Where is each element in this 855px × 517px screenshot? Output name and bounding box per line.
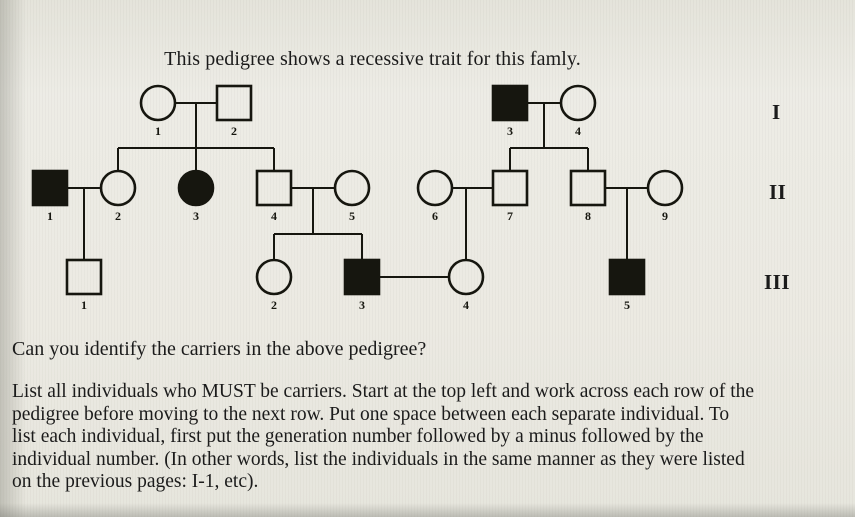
pedigree-diagram: 1 2 3 4 1 bbox=[0, 78, 855, 328]
individual-II-6[interactable]: 6 bbox=[416, 169, 454, 223]
individual-number-label: 2 bbox=[271, 298, 277, 312]
generation-I-symbols: 1 2 3 4 bbox=[139, 84, 597, 138]
individual-III-5[interactable]: 5 bbox=[608, 258, 646, 312]
individual-II-3[interactable]: 3 bbox=[177, 169, 215, 223]
individual-I-1[interactable]: 1 bbox=[139, 84, 177, 138]
individual-II-5[interactable]: 5 bbox=[333, 169, 371, 223]
instruction-line-3: list each individual, first put the gene… bbox=[12, 426, 704, 447]
individual-number-label: 7 bbox=[507, 209, 513, 223]
individual-II-7[interactable]: 7 bbox=[491, 169, 529, 223]
individual-number-label: 2 bbox=[231, 124, 237, 138]
square-symbol-unaffected bbox=[491, 169, 529, 207]
individual-III-2[interactable]: 2 bbox=[255, 258, 293, 312]
individual-I-3[interactable]: 3 bbox=[491, 84, 529, 138]
generation-label-III: III bbox=[764, 270, 791, 294]
individual-number-label: 3 bbox=[193, 209, 199, 223]
square-symbol-affected bbox=[343, 258, 381, 296]
generation-III-symbols: 1 2 3 4 5 bbox=[65, 258, 646, 312]
instruction-line-4: individual number. (In other words, list… bbox=[12, 448, 745, 470]
pedigree-title: This pedigree shows a recessive trait fo… bbox=[164, 48, 581, 70]
instruction-line-2: pedigree before moving to the next row. … bbox=[12, 403, 730, 425]
instructions-text: List all individuals who MUST be carrier… bbox=[12, 381, 848, 494]
individual-number-label: 1 bbox=[81, 298, 87, 312]
circle-symbol-unaffected bbox=[255, 258, 293, 296]
individual-II-2[interactable]: 2 bbox=[99, 169, 137, 223]
circle-symbol-unaffected bbox=[99, 169, 137, 207]
individual-III-1[interactable]: 1 bbox=[65, 258, 103, 312]
circle-symbol-unaffected bbox=[416, 169, 454, 207]
square-symbol-unaffected bbox=[215, 84, 253, 122]
generation-label-II: II bbox=[769, 180, 787, 204]
individual-III-3[interactable]: 3 bbox=[343, 258, 381, 312]
individual-II-4[interactable]: 4 bbox=[255, 169, 293, 223]
individual-number-label: 4 bbox=[575, 124, 581, 138]
individual-number-label: 5 bbox=[349, 209, 355, 223]
pedigree-connector-lines bbox=[68, 101, 647, 279]
individual-number-label: 8 bbox=[585, 209, 591, 223]
generation-II-symbols: 1 2 3 4 5 bbox=[31, 169, 684, 223]
square-symbol-affected bbox=[491, 84, 529, 122]
pedigree-svg: 1 2 3 4 1 bbox=[31, 84, 684, 312]
circle-symbol-unaffected bbox=[447, 258, 485, 296]
individual-number-label: 9 bbox=[662, 209, 668, 223]
individual-number-label: 4 bbox=[463, 298, 469, 312]
individual-number-label: 1 bbox=[47, 209, 53, 223]
individual-number-label: 1 bbox=[155, 124, 161, 138]
square-symbol-unaffected bbox=[255, 169, 293, 207]
generation-label-I: I bbox=[772, 100, 781, 124]
square-symbol-affected bbox=[31, 169, 69, 207]
circle-symbol-unaffected bbox=[559, 84, 597, 122]
individual-II-8[interactable]: 8 bbox=[569, 169, 607, 223]
square-symbol-affected bbox=[608, 258, 646, 296]
individual-II-1[interactable]: 1 bbox=[31, 169, 69, 223]
circle-symbol-unaffected bbox=[139, 84, 177, 122]
circle-symbol-affected bbox=[177, 169, 215, 207]
individual-I-2[interactable]: 2 bbox=[215, 84, 253, 138]
individual-number-label: 6 bbox=[432, 209, 438, 223]
individual-II-9[interactable]: 9 bbox=[646, 169, 684, 223]
individual-number-label: 3 bbox=[507, 124, 513, 138]
instruction-line-1: List all individuals who MUST be carrier… bbox=[12, 381, 755, 402]
individual-number-label: 5 bbox=[624, 298, 630, 312]
individual-number-label: 2 bbox=[115, 209, 121, 223]
circle-symbol-unaffected bbox=[333, 169, 371, 207]
individual-III-4[interactable]: 4 bbox=[447, 258, 485, 312]
instruction-line-5: on the previous pages: I-1, etc). bbox=[12, 471, 259, 492]
individual-number-label: 3 bbox=[359, 298, 365, 312]
square-symbol-unaffected bbox=[569, 169, 607, 207]
individual-I-4[interactable]: 4 bbox=[559, 84, 597, 138]
circle-symbol-unaffected bbox=[646, 169, 684, 207]
square-symbol-unaffected bbox=[65, 258, 103, 296]
question-text: Can you identify the carriers in the abo… bbox=[12, 338, 427, 360]
individual-number-label: 4 bbox=[271, 209, 277, 223]
